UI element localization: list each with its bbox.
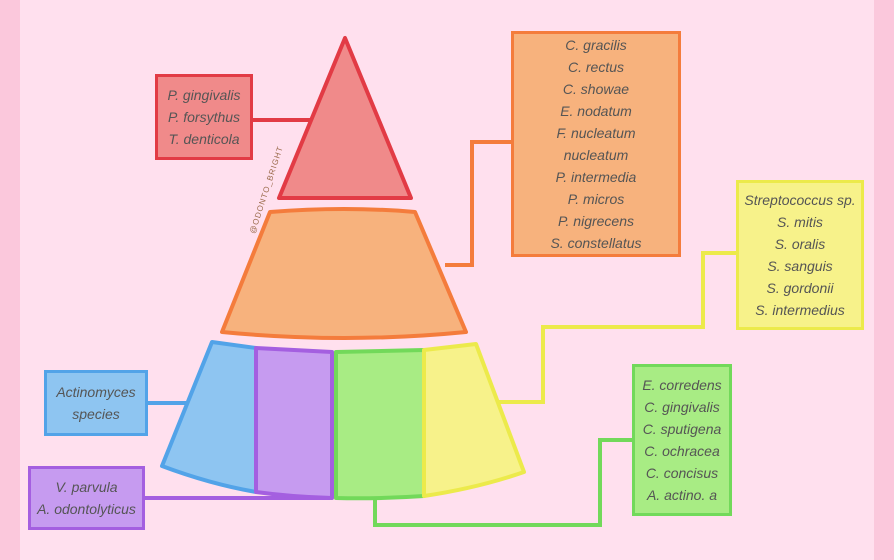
species-label: E. nodatum	[560, 103, 632, 119]
species-label: nucleatum	[563, 147, 629, 163]
connector-green	[373, 438, 632, 527]
connector-yellow	[498, 251, 736, 404]
species-label: S. gordonii	[766, 280, 834, 296]
label-box-blue: Actinomyces species	[44, 370, 148, 436]
species-label: P. gingivalis	[167, 87, 241, 103]
pyramid-segment-blue	[160, 340, 258, 494]
label-box-yellow: Streptococcus sp. S. mitis S. oralis S. …	[736, 180, 864, 330]
species-label: F. nucleatum	[556, 125, 636, 141]
species-label: S. intermedius	[755, 302, 845, 318]
species-label: C. sputigena	[642, 421, 722, 437]
pyramid-segment-yellow	[422, 342, 526, 498]
species-label: C. rectus	[567, 59, 624, 75]
label-box-green: E. corredens C. gingivalis C. sputigena …	[632, 364, 732, 516]
species-label: species	[72, 406, 120, 422]
species-label: S. oralis	[774, 236, 826, 252]
species-label: C. gingivalis	[644, 399, 720, 415]
species-label: Actinomyces	[56, 384, 136, 400]
species-label: S. mitis	[777, 214, 823, 230]
species-label: C. concisus	[645, 465, 719, 481]
pyramid-segment-green	[334, 348, 426, 501]
pyramid-tier-red	[277, 36, 413, 200]
species-label: P. intermedia	[555, 169, 637, 185]
species-label: C. showae	[562, 81, 630, 97]
label-box-orange: C. gracilis C. rectus C. showae E. nodat…	[511, 31, 681, 257]
connector-orange	[445, 140, 511, 267]
species-label: S. sanguis	[767, 258, 833, 274]
species-label: A. odontolyticus	[37, 501, 136, 517]
species-label: V. parvula	[55, 479, 118, 495]
species-label: A. actino. a	[646, 487, 718, 503]
species-label: E. corredens	[642, 377, 722, 393]
species-label: T. denticola	[168, 131, 240, 147]
species-label: P. nigrecens	[557, 213, 634, 229]
species-label: Streptococcus sp.	[744, 192, 856, 208]
pyramid-segment-purple	[254, 346, 334, 500]
species-label: P. micros	[567, 191, 625, 207]
pyramid-tier-orange	[220, 207, 468, 340]
species-label: C. ochracea	[644, 443, 720, 459]
species-label: C. gracilis	[565, 37, 627, 53]
species-label: S. constellatus	[550, 235, 642, 251]
species-label: P. forsythus	[167, 109, 241, 125]
label-box-red: P. gingivalis P. forsythus T. denticola	[155, 74, 253, 160]
label-box-purple: V. parvula A. odontolyticus	[28, 466, 145, 530]
